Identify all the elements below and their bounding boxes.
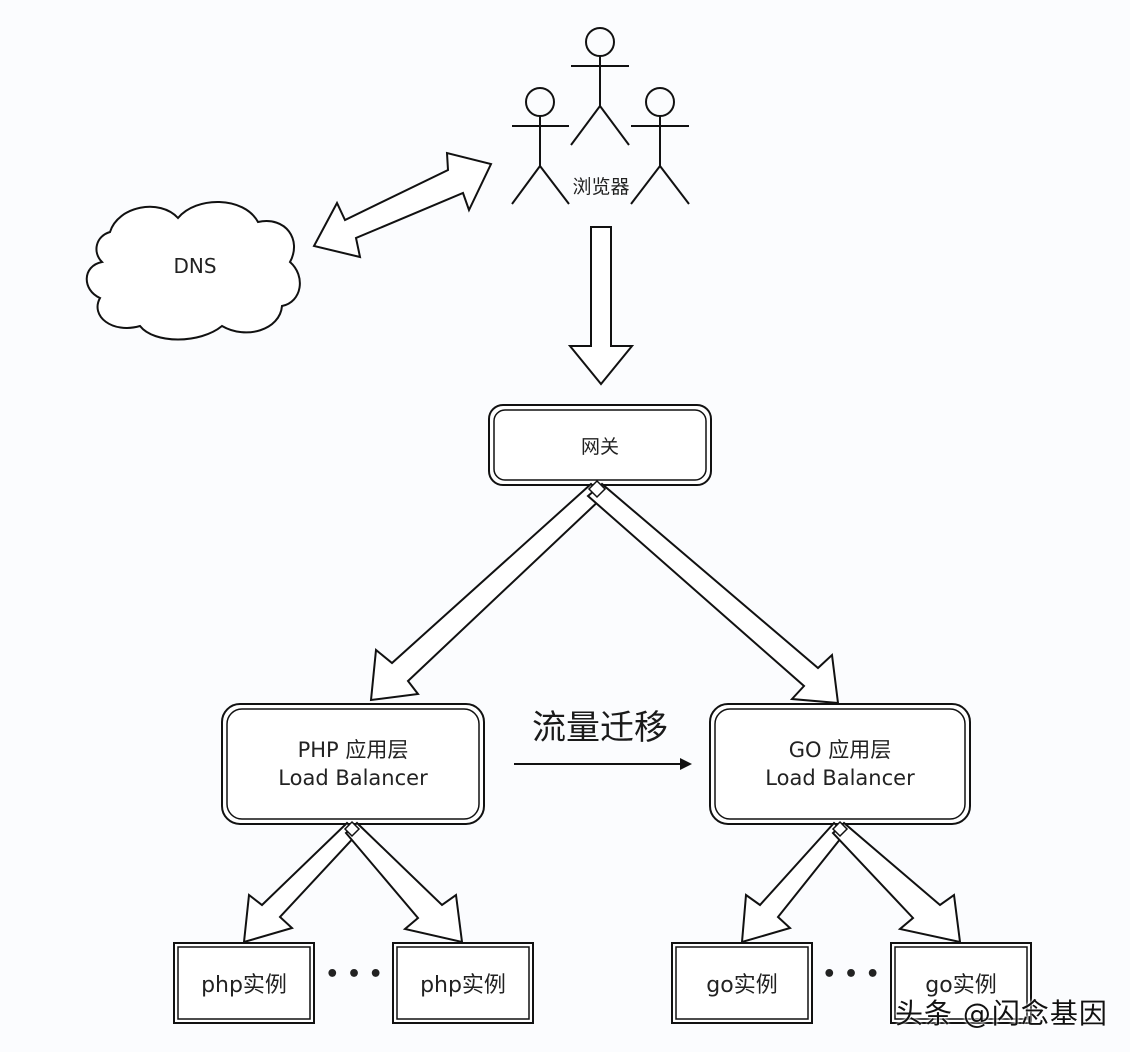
arrow-browser-to-gateway bbox=[567, 226, 635, 386]
php-lb-connector-diamond bbox=[343, 820, 361, 838]
go-instance-box-2 bbox=[890, 942, 1032, 1024]
stick-figure-icon bbox=[570, 27, 630, 146]
php-lb-label-line2: Load Balancer bbox=[278, 766, 428, 790]
cloud-icon bbox=[85, 201, 301, 341]
php-instances-ellipsis: • • • bbox=[325, 962, 383, 987]
go-lb-label: GO 应用层 Load Balancer bbox=[710, 736, 970, 792]
go-instance-label-2: go实例 bbox=[925, 973, 997, 998]
go-lb-label-line2: Load Balancer bbox=[765, 766, 915, 790]
migration-label: 流量迁移 bbox=[532, 708, 668, 748]
arrow-php-lb-to-php-instance-2 bbox=[344, 821, 464, 944]
php-instance-box-1 bbox=[173, 942, 315, 1024]
go-lb-connector-diamond bbox=[831, 820, 849, 838]
arrow-php-lb-to-php-instance-1 bbox=[242, 821, 360, 944]
php-instance-box-2 bbox=[392, 942, 534, 1024]
browser-label: 浏览器 bbox=[572, 176, 630, 198]
php-instance-label-1: php实例 bbox=[201, 973, 287, 998]
go-instances-ellipsis: • • • bbox=[822, 962, 880, 987]
dns-label: DNS bbox=[173, 254, 217, 278]
php-lb-box bbox=[221, 703, 485, 825]
arrow-go-lb-to-go-instance-2 bbox=[831, 821, 962, 944]
bidirectional-arrow-dns-browser bbox=[312, 151, 493, 259]
arrow-gateway-to-go-lb bbox=[586, 482, 840, 705]
php-lb-label-line1: PHP 应用层 bbox=[297, 738, 409, 762]
arrow-gateway-to-php-lb bbox=[369, 482, 606, 702]
stick-figure-icon bbox=[511, 87, 570, 205]
php-lb-label: PHP 应用层 Load Balancer bbox=[222, 736, 484, 792]
go-lb-label-line1: GO 应用层 bbox=[788, 738, 892, 762]
gateway-label: 网关 bbox=[580, 436, 619, 458]
gateway-connector-diamond bbox=[587, 479, 607, 499]
php-instance-label-2: php实例 bbox=[420, 973, 506, 998]
go-instance-label-1: go实例 bbox=[706, 973, 778, 998]
arrow-go-lb-to-go-instance-1 bbox=[740, 821, 847, 944]
stick-figure-icon bbox=[630, 87, 690, 205]
go-instance-box-1 bbox=[671, 942, 813, 1024]
watermark: 头条 @闪念基因 bbox=[895, 997, 1108, 1030]
